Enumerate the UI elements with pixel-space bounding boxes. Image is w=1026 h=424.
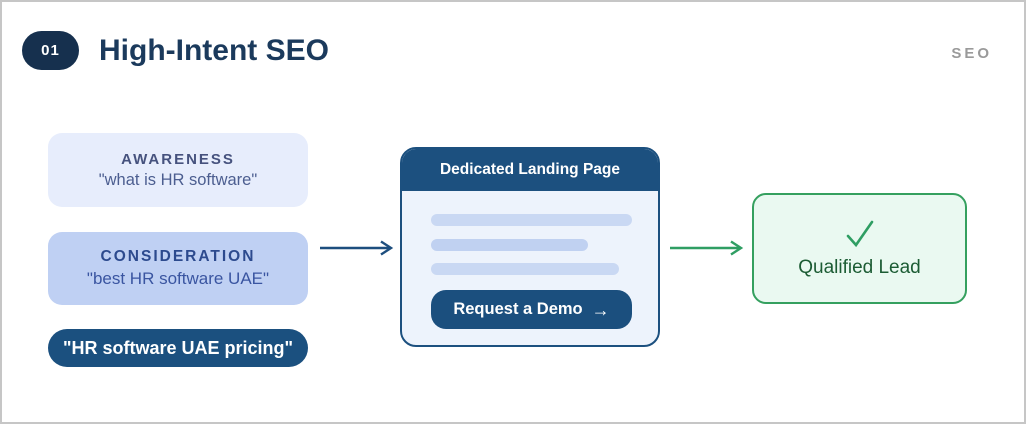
stage-consideration-card: CONSIDERATION "best HR software UAE" (48, 232, 308, 305)
landing-page-body: Request a Demo → (402, 191, 658, 345)
landing-page-card: Dedicated Landing Page Request a Demo → (400, 147, 660, 347)
skeleton-line (431, 214, 632, 226)
category-tag: SEO (951, 45, 992, 62)
page-title: High-Intent SEO (99, 33, 329, 67)
stage-awareness-query: "what is HR software" (98, 170, 258, 189)
stage-awareness-label: AWARENESS (121, 150, 235, 168)
skeleton-line (431, 239, 588, 251)
arrow-to-landing-page-icon (320, 240, 394, 256)
stage-decision-card: "HR software UAE pricing" (48, 329, 308, 367)
skeleton-line (431, 263, 619, 275)
landing-page-title: Dedicated Landing Page (402, 149, 658, 191)
step-number-badge: 01 (22, 31, 79, 70)
qualified-lead-label: Qualified Lead (798, 256, 921, 278)
right-arrow-icon: → (591, 299, 610, 320)
arrow-to-qualified-lead-icon (670, 240, 744, 256)
step-number: 01 (41, 42, 60, 59)
request-demo-button[interactable]: Request a Demo → (431, 290, 632, 329)
stage-decision-query: "HR software UAE pricing" (62, 337, 294, 358)
qualified-lead-card: Qualified Lead (752, 193, 967, 304)
stage-consideration-label: CONSIDERATION (100, 248, 256, 265)
request-demo-label: Request a Demo (453, 300, 583, 318)
stage-consideration-query: "best HR software UAE" (86, 269, 270, 288)
header: 01 High-Intent SEO (22, 31, 329, 70)
check-icon (846, 220, 873, 247)
stage-awareness-card: AWARENESS "what is HR software" (48, 133, 308, 207)
